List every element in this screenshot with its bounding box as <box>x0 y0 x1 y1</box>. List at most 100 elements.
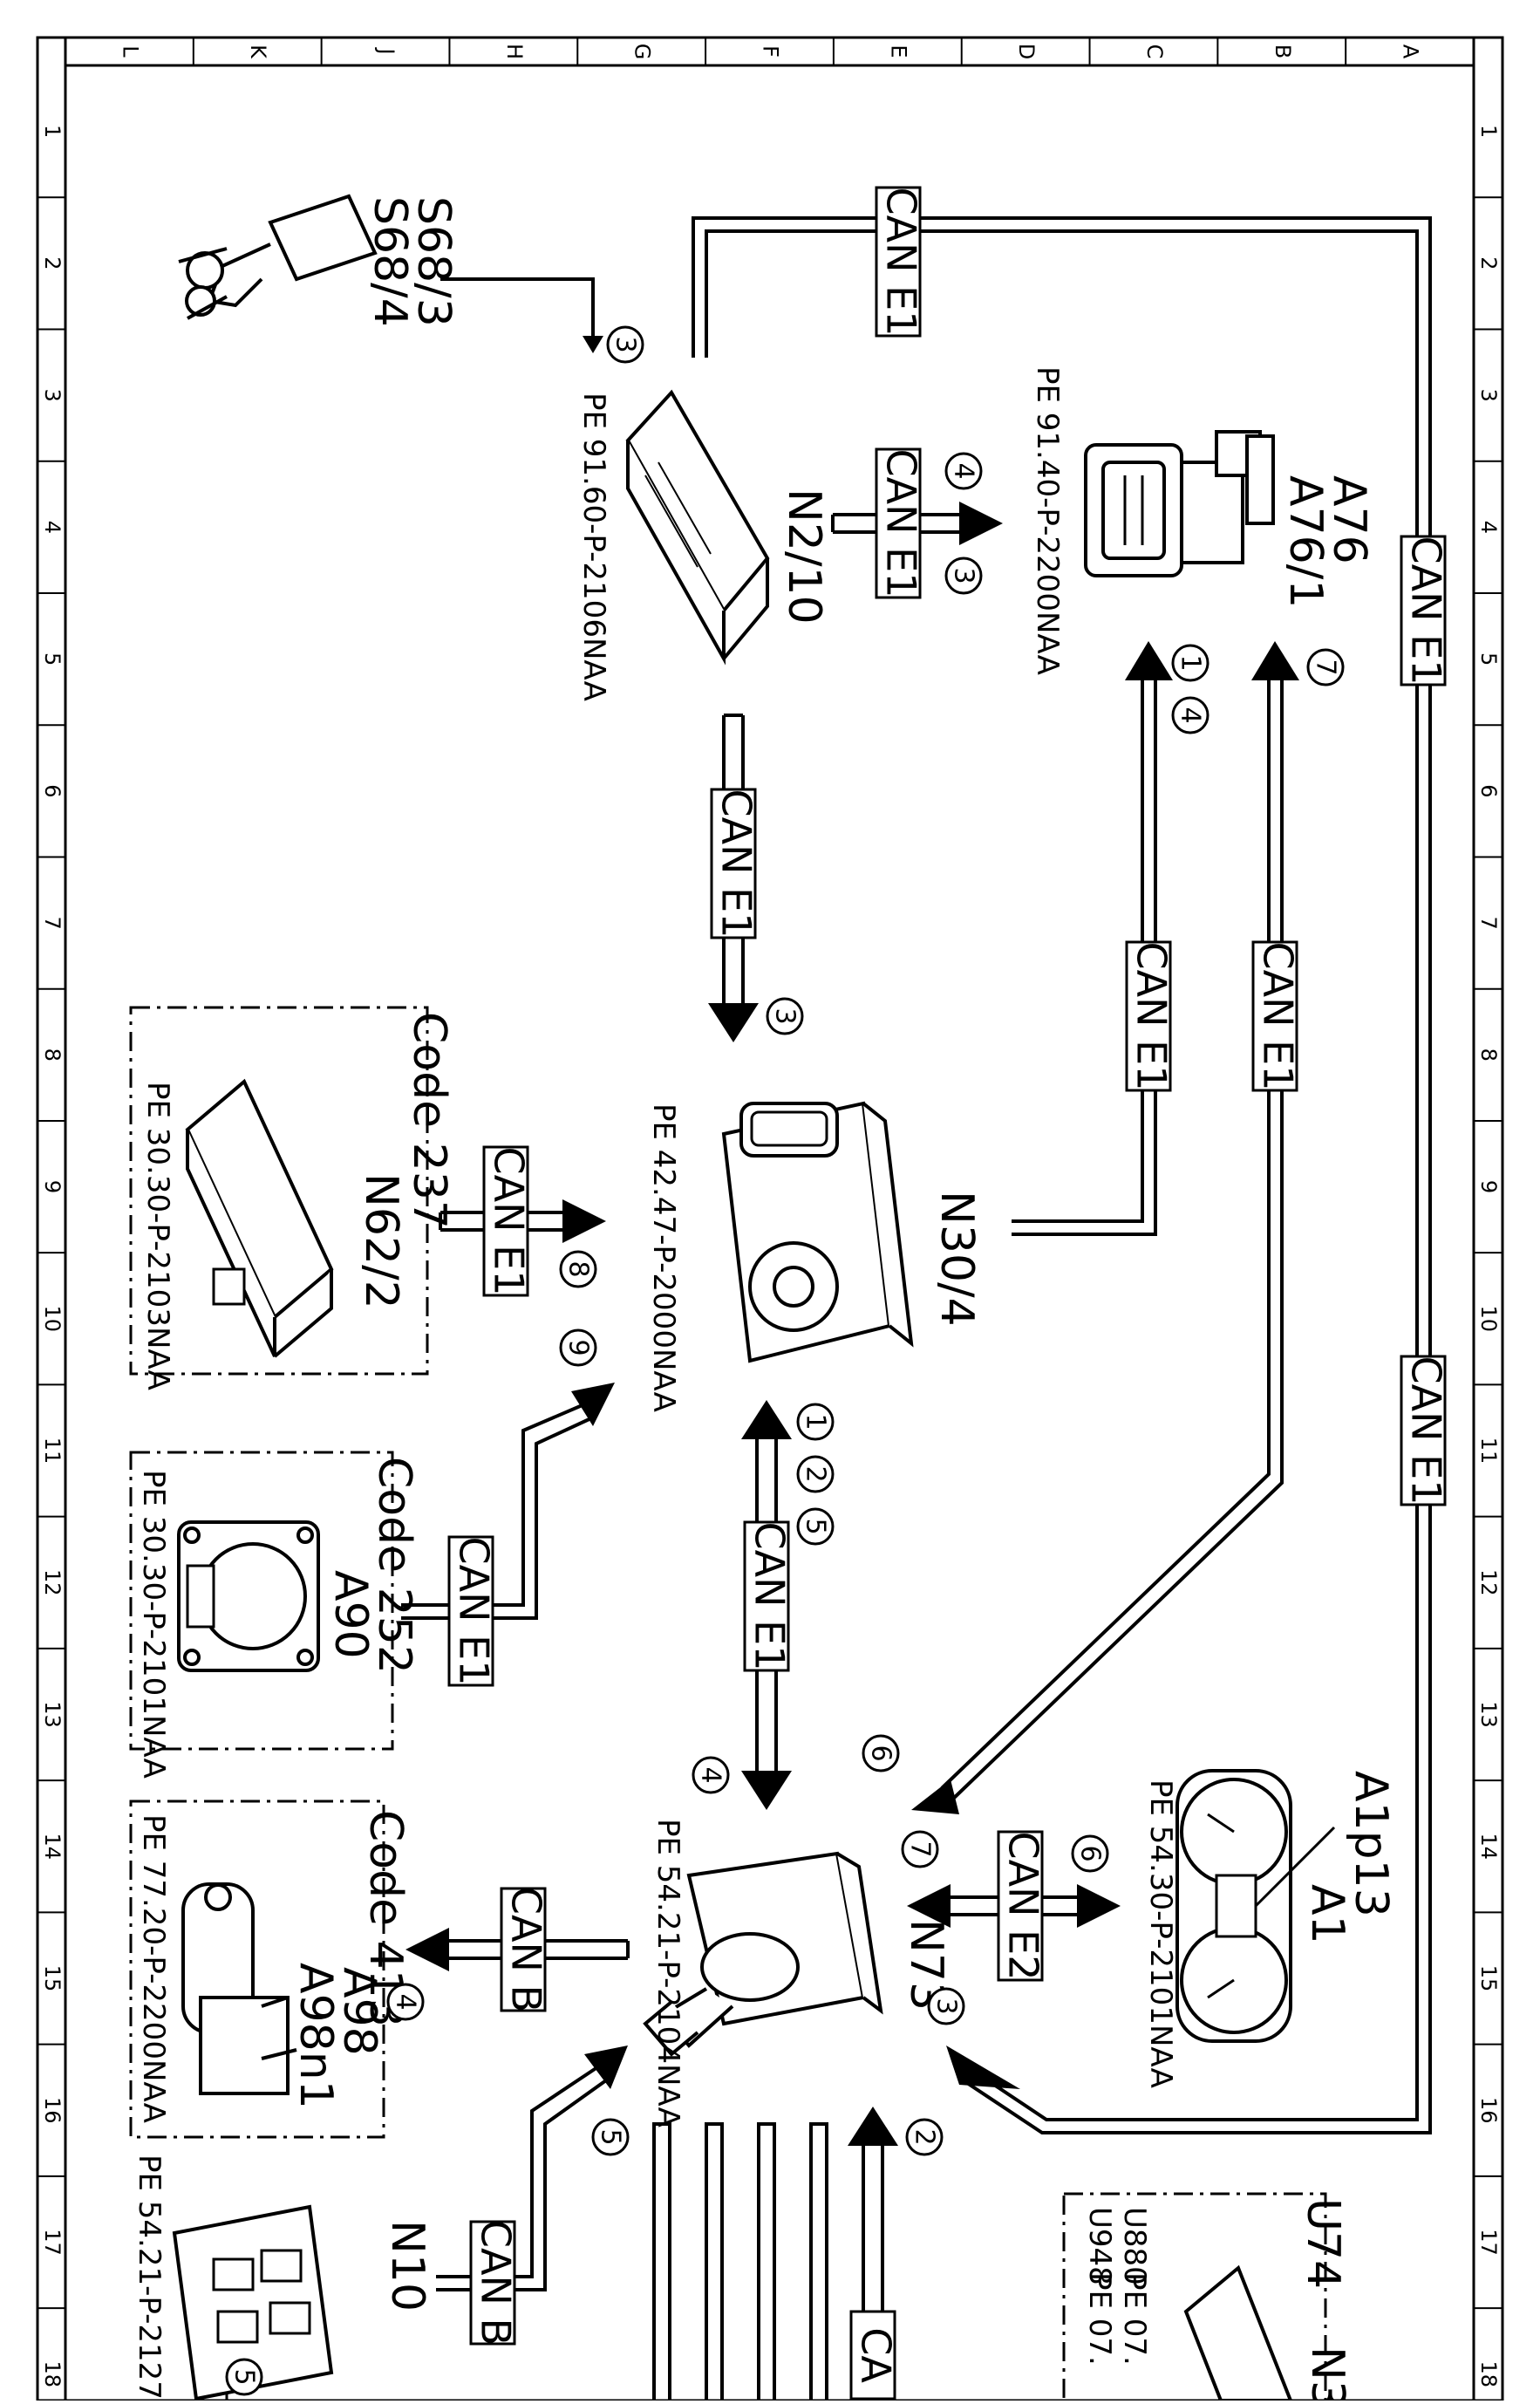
a76-label: A76 <box>1323 475 1375 564</box>
a90-sensor-drawing <box>177 1520 320 1672</box>
grid-number: 2 <box>40 256 65 270</box>
step-number-4: 4 <box>944 452 983 490</box>
can-e1-label-n62-2: CAN E1 <box>482 1145 533 1297</box>
step-number-text: 2 <box>910 2128 940 2145</box>
arrow-down-to-n73 <box>741 1771 792 1810</box>
arrow-to-n73-from-a1 <box>907 1884 951 1928</box>
can-e1-label-top: CAN E1 <box>875 186 925 338</box>
grid-letter: E <box>886 44 910 58</box>
grid-number: 5 <box>40 652 65 666</box>
can-e1-label-n62-2-text: CAN E1 <box>486 1147 533 1296</box>
grid-number: 8 <box>40 1048 65 1062</box>
can-e1-label-top-text: CAN E1 <box>878 188 925 337</box>
arrow-to-n2-10 <box>583 336 603 353</box>
grid-number: 10 <box>1476 1306 1501 1333</box>
step-number-5: 5 <box>591 2118 630 2156</box>
step-number-6: 6 <box>862 1734 900 1772</box>
n62-2-reference: PE 30.30-P-2103NAA <box>140 1082 175 1390</box>
code-252-box <box>129 1451 394 1751</box>
grid-number: 9 <box>1476 1180 1501 1193</box>
code-237-box <box>129 1006 429 1376</box>
arrow-to-a76-right <box>1251 641 1299 680</box>
grid-number: 1 <box>1476 125 1501 138</box>
s68-3-label: S68/3 <box>407 196 460 327</box>
u880-label: U880 <box>1117 2207 1152 2285</box>
grid-letter: C <box>1142 44 1167 59</box>
can-partial-label-text: CA <box>853 2327 900 2383</box>
can-e1-label-right-upper: CAN E1 <box>1400 535 1450 686</box>
grid-number: 15 <box>1476 1965 1501 1992</box>
step-number-3: 3 <box>766 997 804 1035</box>
grid-number: 8 <box>1476 1048 1501 1062</box>
grid-number: 18 <box>1476 2360 1501 2387</box>
arrow-to-n73-from-a76 <box>911 1779 959 1814</box>
n73-reference: PE 54.21-P-2104NAA <box>651 1819 685 2127</box>
a90-reference: PE 30.30-P-2101NAA <box>136 1470 171 1779</box>
a1-instrument-cluster-drawing <box>1175 1769 1336 2043</box>
step-number-6: 6 <box>1071 1834 1109 1873</box>
step-number-text: 4 <box>391 1993 421 2010</box>
step-number-4: 4 <box>1171 696 1210 734</box>
a76-reference: PE 91.40-P-2200NAA <box>1030 366 1065 675</box>
grid-number: 5 <box>1476 652 1501 666</box>
grid-number: 13 <box>40 1701 65 1728</box>
can-e1-label-n2-10: CAN E1 <box>875 447 925 599</box>
a98-motor-drawing <box>181 1882 297 2095</box>
grid-number: 3 <box>1476 388 1501 401</box>
u948-label: U948 <box>1082 2207 1117 2285</box>
u74-module-drawing <box>1183 2264 1293 2402</box>
can-partial-label: CA <box>849 2310 900 2401</box>
can-e1-label-a90: CAN E1 <box>447 1535 498 1687</box>
step-number-3: 3 <box>927 1987 965 2025</box>
grid-letter: A <box>1399 44 1423 59</box>
step-number-text: 3 <box>931 1998 962 2014</box>
step-number-text: 5 <box>229 2368 260 2385</box>
n30-4-reference: PE 42.47-P-2000NAA <box>646 1103 681 1412</box>
grid-number: 2 <box>1476 256 1501 270</box>
n10-label: N10 <box>381 2220 433 2312</box>
step-number-text: 7 <box>1311 659 1341 675</box>
n2-10-reference: PE 91.60-P-2106NAA <box>576 393 611 701</box>
step-number-text: 7 <box>905 1841 936 1857</box>
can-b-label-a98-text: CAN B <box>503 1887 550 2012</box>
grid-letter: D <box>1014 44 1039 59</box>
grid-letter: B <box>1271 44 1295 58</box>
can-e1-label-n30-4-n73: CAN E1 <box>743 1520 794 1672</box>
step-number-3: 3 <box>944 557 983 595</box>
grid-number: 16 <box>40 2097 65 2124</box>
arrow-to-n30-4 <box>708 1003 759 1042</box>
step-number-3: 3 <box>606 325 644 364</box>
arrow-up-to-n73-bottom <box>848 2107 898 2146</box>
grid-number: 18 <box>40 2360 65 2387</box>
code-252-label: Code 252 <box>368 1457 420 1674</box>
step-number-text: 3 <box>610 336 641 352</box>
grid-number: 3 <box>40 388 65 401</box>
arrow-to-a98 <box>405 1928 449 1971</box>
a90-label: A90 <box>324 1570 377 1659</box>
bus-labels: CAN E1 CAN E1 CAN E1 CAN E1 CAN E1 CAN E1 CAN … <box>447 186 1450 2401</box>
step-number-7: 7 <box>901 1830 939 1868</box>
step-number-text: 2 <box>801 1465 831 1482</box>
s68-4-label: S68/4 <box>364 196 416 327</box>
a1-label: A1 <box>1301 1884 1353 1944</box>
a1p13-label: A1p13 <box>1345 1771 1397 1917</box>
n2-10-label: N2/10 <box>778 488 830 625</box>
grid-number: 14 <box>40 1834 65 1861</box>
grid-number: 10 <box>40 1306 65 1333</box>
step-number-text: 4 <box>1175 707 1206 723</box>
step-number-text: 4 <box>949 462 979 479</box>
step-number-text: 9 <box>563 1339 594 1356</box>
step-number-1: 1 <box>796 1403 835 1441</box>
can-e1-label-a90-text: CAN E1 <box>451 1537 498 1686</box>
can-e2-label-text: CAN E2 <box>1000 1832 1047 1981</box>
step-number-2: 2 <box>905 2118 944 2156</box>
grid-letter: J <box>374 46 399 54</box>
grid-number: 14 <box>1476 1834 1501 1861</box>
can-e1-label-n30-4-n73-text: CAN E1 <box>746 1522 794 1671</box>
